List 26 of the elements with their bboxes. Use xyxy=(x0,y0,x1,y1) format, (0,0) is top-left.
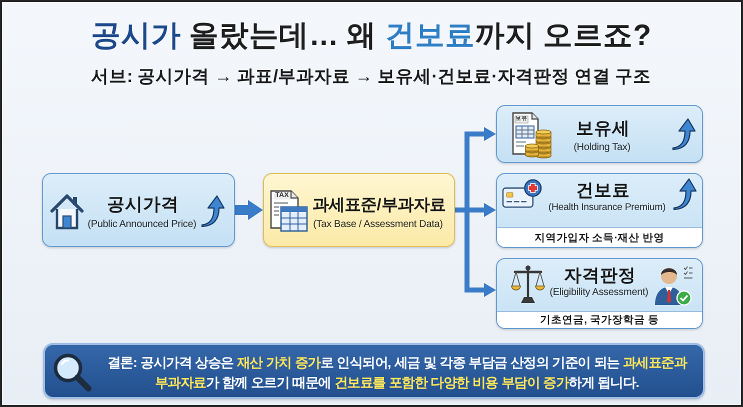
box-subtitle: (Health Insurance Premium) xyxy=(548,202,666,214)
subtitle: 서브: 공시가격 → 과표/부과자료 → 보유세·건보료·자격판정 연결 구조 xyxy=(90,65,652,87)
connector-line xyxy=(452,129,470,295)
box-subtitle: (Eligibility Assessment) xyxy=(550,287,648,299)
connector-arrow xyxy=(470,127,496,141)
note-band: 지역가입자 소득·재산 반영 xyxy=(497,227,702,247)
title: 공시가 올랐는데… 왜 건보료까지 오르죠? xyxy=(90,19,652,53)
box-subtitle: (Holding Tax) xyxy=(574,142,630,154)
box-subtitle: (Tax Base / Assessment Data) xyxy=(313,219,443,231)
box-title: 과세표준/부과자료 xyxy=(312,194,446,216)
flow-box xyxy=(263,173,455,247)
note-band: 기초연금, 국가장학금 등 xyxy=(497,311,702,328)
conclusion-text: 결론: 공시가격 상승은 재산 가치 증가로 인식되어, 세금 및 각종 부담금 산정의 기준이 되는 과세표준과 부과자료가 함께 오르기 때문에 건보료를 포함한 다양한 비용 부담이 증가하게 됩니다. xyxy=(106,354,688,392)
box-subtitle: (Public Announced Price) xyxy=(88,219,196,231)
flow-box xyxy=(496,258,703,329)
flow-box xyxy=(42,173,235,247)
connector-arrow xyxy=(470,283,496,297)
connector-arrow xyxy=(470,203,496,217)
connector-arrow xyxy=(235,200,263,220)
flow-box xyxy=(496,173,703,248)
box-title: 자격판정 xyxy=(564,265,636,286)
box-title: 공시가격 xyxy=(107,194,179,215)
box-title: 보유세 xyxy=(576,118,630,139)
conclusion-banner xyxy=(43,343,705,399)
box-title: 건보료 xyxy=(576,180,630,201)
flow-box xyxy=(496,105,703,163)
